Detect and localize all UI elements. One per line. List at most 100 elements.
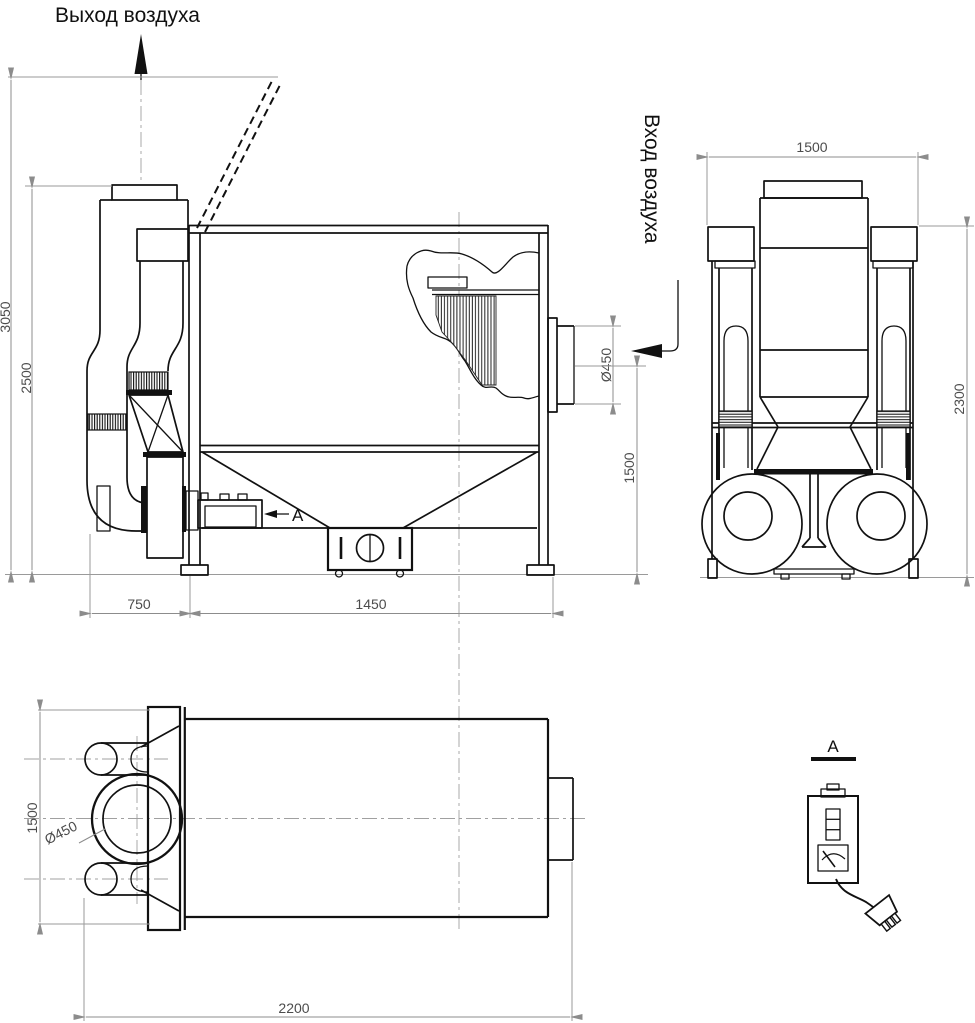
dimension-750: 750 (79, 534, 201, 618)
fan-inlet-flange (141, 486, 147, 533)
dim-3050-text: 3050 (0, 301, 13, 332)
gauge (817, 844, 849, 872)
switch-column (825, 808, 841, 841)
dim-1500f-text: 1500 (621, 452, 637, 483)
hopper-flange-band (754, 469, 873, 475)
right-fan-scroll (826, 473, 928, 575)
plan-outlet-stack-inner (102, 784, 172, 854)
filter-column (754, 180, 873, 475)
dim-1500r-text: 1500 (796, 139, 827, 155)
rear-left-leg (707, 558, 718, 579)
front-view: Выход воздуха (0, 4, 679, 933)
plan-flange-plate (146, 705, 182, 932)
plan-body (140, 705, 574, 932)
break-line-bottom (405, 265, 540, 400)
dim-2300-text: 2300 (951, 383, 967, 414)
flex-connector-lower (87, 413, 127, 431)
dimension-1500-rear: 1500 (696, 139, 929, 225)
caster-left (334, 569, 344, 578)
duct-bend-wall (167, 322, 184, 372)
left-fan-inlet (723, 491, 773, 541)
right-flange (872, 260, 914, 269)
flange-bar-top (126, 390, 172, 395)
pleated-filter (435, 295, 497, 386)
dimension-inlet-height: 1500 (575, 355, 646, 585)
control-box-detail (807, 783, 902, 933)
left-fan-scroll (701, 473, 803, 575)
open-lid-phantom (196, 78, 281, 233)
break-line-top (406, 249, 540, 274)
dimension-1500-plan: 1500 (24, 699, 150, 935)
left-duct-box (707, 226, 755, 262)
plan-fan-duct-bottom (84, 862, 118, 896)
power-plug-icon (863, 893, 902, 933)
dim-750-text: 750 (127, 596, 151, 612)
caster-right (395, 569, 405, 578)
dimension-1450: 1450 (179, 577, 564, 618)
detail-arrow-icon (264, 510, 277, 518)
filter-handle (427, 276, 468, 289)
fan-scrolls (701, 473, 928, 575)
flange-bar-bottom (143, 452, 186, 457)
detail-a-view: A (807, 737, 902, 933)
rear-view: 1500 2300 (696, 139, 974, 587)
cable-gland (820, 788, 846, 798)
fan-outlet-flange (182, 486, 186, 532)
fan-housing (146, 456, 184, 559)
air-inlet-arrow-icon (631, 344, 662, 358)
left-inner-duct (723, 325, 749, 468)
plan-fan-duct-top (84, 742, 118, 776)
plan-outlet-assembly: Ø450 (42, 742, 184, 896)
inlet-spigot (547, 317, 575, 413)
flex-connector-right (876, 410, 911, 428)
dim-2500-text: 2500 (18, 362, 34, 393)
stack-cap (111, 184, 178, 201)
dimension-2500: 2500 (18, 176, 112, 583)
detail-a-underline (811, 757, 856, 761)
main-body-frame (180, 224, 555, 576)
right-duct-box (870, 226, 918, 262)
braced-transition (128, 394, 184, 453)
column-cap (763, 180, 863, 199)
left-foot (180, 564, 209, 576)
rear-ducts (718, 268, 911, 480)
air-inlet-callout: Вход воздуха (631, 114, 679, 358)
inlet-flange (547, 317, 558, 413)
rotary-discharge-unit (326, 526, 414, 578)
right-fan-inlet (856, 491, 906, 541)
discharge-chute (773, 474, 855, 580)
base-plate (773, 568, 855, 575)
dim-d450-plan-text: Ø450 (42, 818, 80, 848)
right-foot (526, 564, 555, 576)
duct-inner-wall (126, 322, 148, 504)
inlet-damper (96, 485, 111, 532)
flex-connector-upper (128, 371, 169, 391)
fan-outlet-duct (185, 490, 199, 531)
control-box-body (807, 795, 859, 884)
duct-outer-wall (86, 329, 142, 532)
dimension-inlet-diameter: Ø450 (575, 315, 621, 415)
stack-junction-box (136, 228, 189, 262)
dim-2200-text: 2200 (278, 1000, 309, 1016)
rear-frame (707, 226, 919, 579)
plan-outlet-stack-outer (90, 772, 184, 866)
dim-1500p-text: 1500 (24, 802, 40, 833)
dust-hopper (201, 451, 538, 529)
control-box (197, 492, 263, 529)
dim-1450-text: 1450 (355, 596, 386, 612)
dimension-2300: 2300 (919, 216, 974, 587)
flex-connector-left (718, 410, 753, 428)
air-inlet-label: Вход воздуха (640, 114, 663, 244)
dimension-2200: 2200 (73, 862, 583, 1021)
dimension-3050: 3050 (0, 67, 278, 583)
left-flange (714, 260, 756, 269)
detail-a-title: A (827, 737, 839, 756)
detail-a-callout: A (264, 506, 304, 525)
outlet-stack-and-fan (86, 184, 199, 559)
plan-view: Ø450 1500 2200 (24, 699, 586, 1021)
detail-ref-label: A (292, 506, 304, 525)
air-outlet-arrow-icon (134, 34, 148, 74)
dim-d450-text: Ø450 (598, 348, 614, 382)
